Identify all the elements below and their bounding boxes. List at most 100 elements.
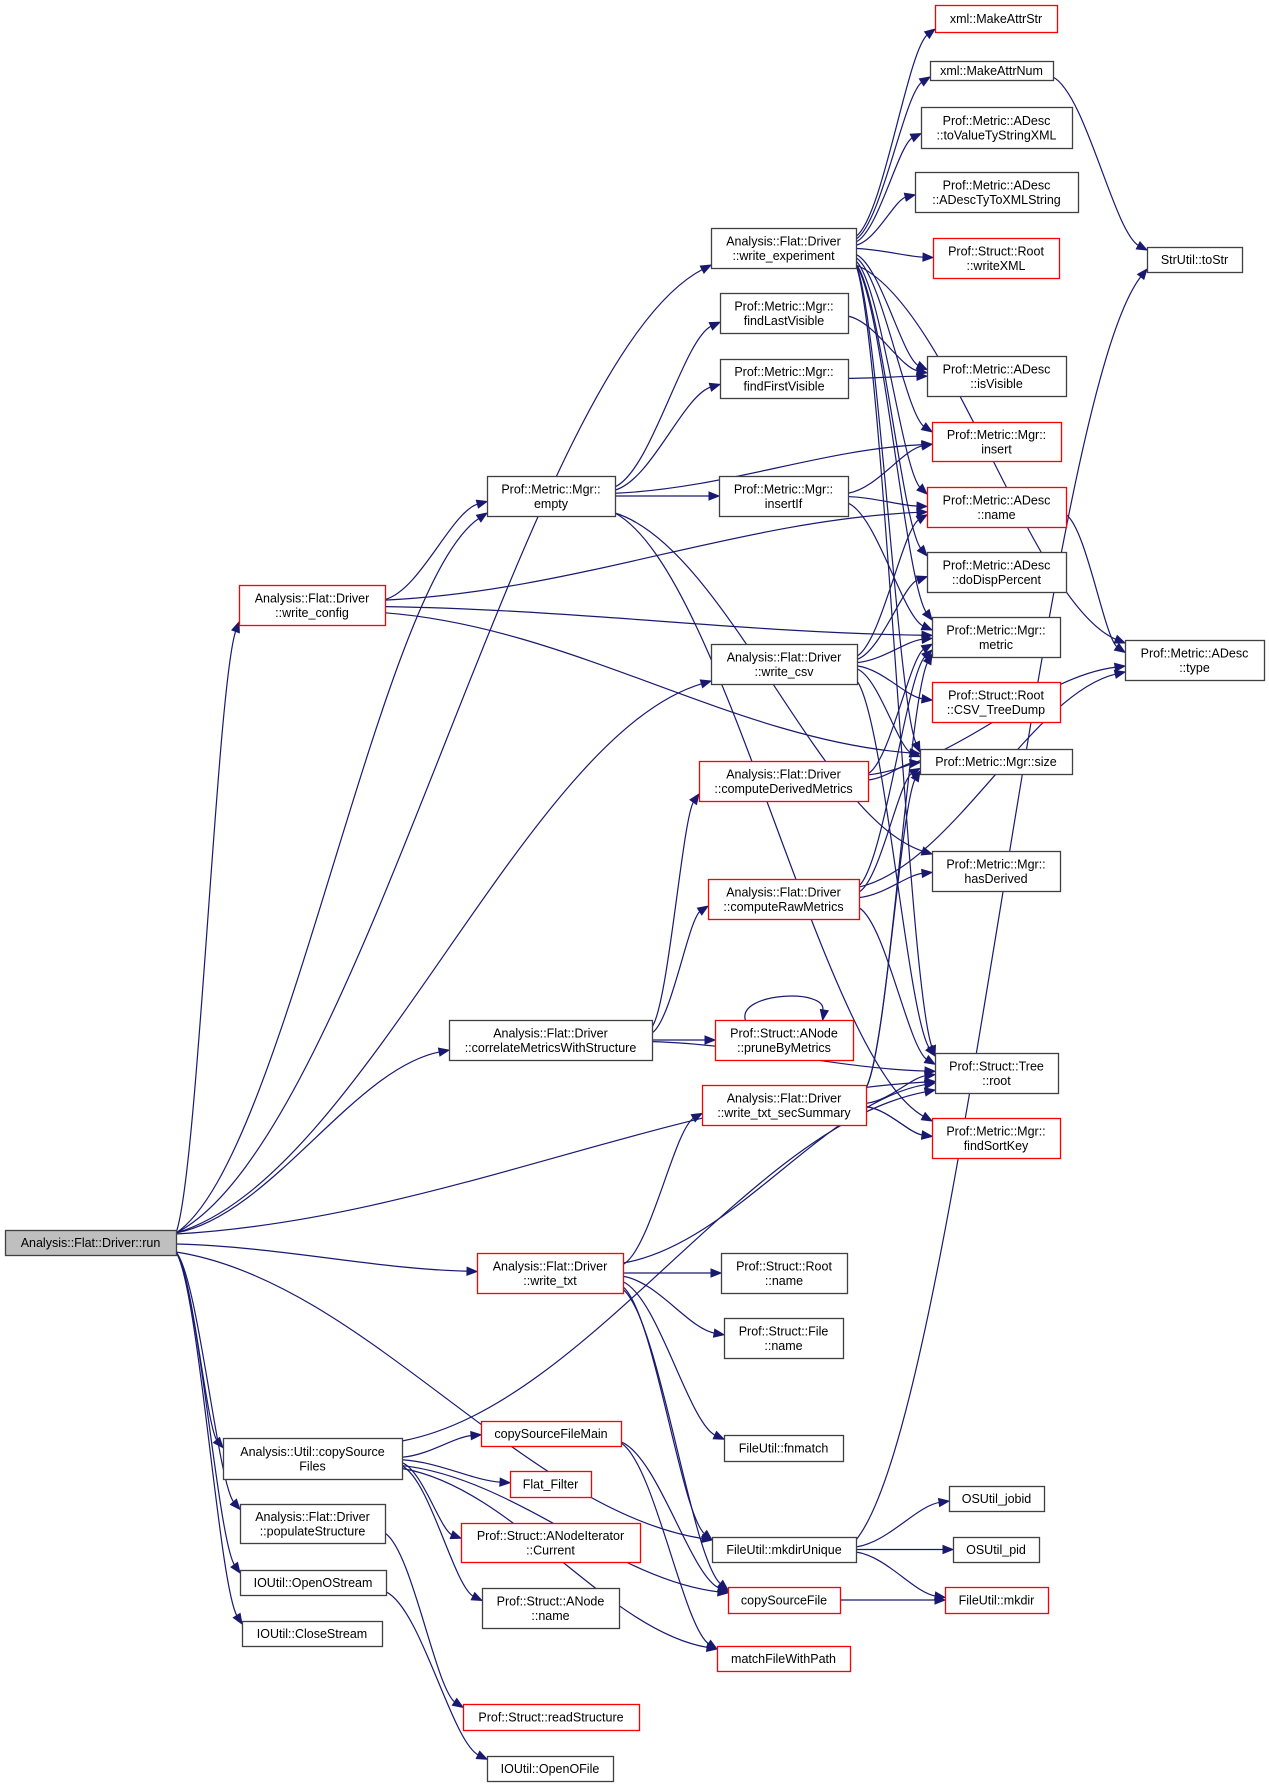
node-label: Prof::Metric::ADesc: [1141, 646, 1249, 660]
node-label: Analysis::Util::copySource: [240, 1445, 385, 1459]
arrow-head-icon: [923, 1087, 937, 1097]
node-MakeAttrNum[interactable]: xml::MakeAttrNum: [929, 60, 1055, 82]
node-CloseStream[interactable]: IOUtil::CloseStream: [241, 1620, 384, 1648]
node-insert[interactable]: Prof::Metric::Mgr::insert: [931, 421, 1063, 463]
edge-write-experiment-to-size: [855, 264, 921, 754]
node-write-config[interactable]: Analysis::Flat::Driver::write_config: [238, 584, 387, 627]
node-empty[interactable]: Prof::Metric::Mgr::empty: [486, 475, 617, 518]
node-label: Analysis::Flat::Driver: [726, 885, 841, 899]
node-write-txt-secSummary[interactable]: Analysis::Flat::Driver::write_txt_secSum…: [701, 1084, 868, 1127]
node-CSV-TreeDump[interactable]: Prof::Struct::Root::CSV_TreeDump: [931, 681, 1062, 724]
node-doDispPercent[interactable]: Prof::Metric::ADesc::doDispPercent: [926, 551, 1068, 594]
node-OSUtil-pid[interactable]: OSUtil_pid: [952, 1536, 1041, 1564]
node-hasDerived[interactable]: Prof::Metric::Mgr::hasDerived: [931, 850, 1062, 893]
arrow-head-icon: [230, 1561, 241, 1575]
node-size[interactable]: Prof::Metric::Mgr::size: [919, 748, 1074, 776]
node-correlate[interactable]: Analysis::Flat::Driver::correlateMetrics…: [448, 1019, 654, 1062]
node-label: Analysis::Flat::Driver: [493, 1026, 608, 1040]
arrow-head-icon: [708, 321, 722, 331]
node-type[interactable]: Prof::Metric::ADesc::type: [1124, 639, 1266, 682]
edge-copySourceFileMain-to-matchFileWithPath: [620, 1442, 719, 1650]
edge-line: [401, 1459, 502, 1483]
node-readStructure[interactable]: Prof::Struct::readStructure: [462, 1703, 641, 1732]
node-insertIf[interactable]: Prof::Metric::Mgr::insertIf: [718, 475, 850, 518]
node-write-txt[interactable]: Analysis::Flat::Driver::write_txt: [476, 1252, 625, 1295]
node-ADescTyToXMLString[interactable]: Prof::Metric::ADesc::ADescTyToXMLString: [914, 171, 1080, 214]
edge-write-txt-secSummary-to-size: [865, 769, 921, 1089]
node-computeRawMetrics[interactable]: Analysis::Flat::Driver::computeRawMetric…: [707, 878, 861, 921]
edges-layer: [175, 28, 1149, 1760]
node-write-csv[interactable]: Analysis::Flat::Driver::write_csv: [710, 643, 859, 686]
node-tree-root[interactable]: Prof::Struct::Tree::root: [934, 1052, 1060, 1095]
arrow-head-icon: [915, 514, 929, 525]
edge-empty-to-findFirstVisible: [614, 382, 722, 491]
arrow-head-icon: [1136, 267, 1148, 281]
edge-insertIf-to-insert: [847, 441, 934, 494]
edge-write-csv-to-CSV-TreeDump: [856, 665, 934, 704]
arrow-head-icon: [920, 643, 934, 654]
arrow-head-icon: [1114, 662, 1127, 673]
node-box: [241, 1620, 384, 1648]
arrow-head-icon: [689, 792, 700, 806]
node-mkdir[interactable]: FileUtil::mkdir: [944, 1586, 1050, 1615]
node-box: [926, 355, 1068, 398]
edge-line: [614, 386, 712, 491]
node-metric[interactable]: Prof::Metric::Mgr::metric: [931, 616, 1062, 659]
node-label: Analysis::Flat::Driver: [726, 234, 841, 248]
node-writeXML[interactable]: Prof::Struct::Root::writeXML: [932, 237, 1061, 280]
node-fnmatch[interactable]: FileUtil::fnmatch: [723, 1434, 845, 1463]
node-label: Prof::Metric::Mgr::: [734, 365, 833, 379]
arrow-head-icon: [708, 382, 722, 392]
node-box: [462, 1703, 641, 1732]
node-findLastVisible[interactable]: Prof::Metric::Mgr::findLastVisible: [719, 292, 850, 335]
node-copySourceFile[interactable]: copySourceFile: [727, 1586, 842, 1615]
node-label: Prof::Metric::Mgr::: [734, 482, 833, 496]
node-OpenOStream[interactable]: IOUtil::OpenOStream: [239, 1569, 388, 1597]
edge-line: [855, 1551, 937, 1597]
node-write-experiment[interactable]: Analysis::Flat::Driver::write_experiment: [710, 227, 858, 270]
node-toValueTyStringXML[interactable]: Prof::Metric::ADesc::toValueTyStringXML: [920, 106, 1074, 150]
node-file-name[interactable]: Prof::Struct::File::name: [723, 1317, 845, 1360]
edge-line: [855, 81, 923, 240]
arrow-head-icon: [922, 252, 935, 262]
node-toStr[interactable]: StrUtil::toStr: [1146, 246, 1244, 274]
node-Flat-Filter[interactable]: Flat_Filter: [509, 1470, 593, 1499]
arrow-head-icon: [475, 499, 489, 509]
node-OSUtil-jobid[interactable]: OSUtil_jobid: [948, 1485, 1046, 1513]
node-box: [926, 551, 1068, 594]
node-matchFileWithPath[interactable]: matchFileWithPath: [716, 1645, 852, 1673]
arrow-head-icon: [920, 422, 934, 433]
arrow-head-icon: [699, 264, 713, 275]
edge-line: [855, 247, 925, 258]
edge-line: [175, 1251, 238, 1617]
edge-computeRawMetrics-to-hasDerived: [858, 868, 934, 899]
edge-run-to-write-experiment: [175, 264, 713, 1234]
arrow-head-icon: [916, 501, 929, 511]
node-label: ::CSV_TreeDump: [947, 703, 1045, 717]
node-adesc-name[interactable]: Prof::Metric::ADesc::name: [926, 486, 1068, 529]
node-run[interactable]: Analysis::Flat::Driver::run: [4, 1229, 178, 1257]
node-anode-name[interactable]: Prof::Struct::ANode::name: [481, 1587, 621, 1630]
node-findFirstVisible[interactable]: Prof::Metric::Mgr::findFirstVisible: [719, 358, 850, 400]
node-label: ::root: [982, 1074, 1011, 1088]
node-ANodeIterator-Current[interactable]: Prof::Struct::ANodeIterator::Current: [460, 1522, 642, 1564]
node-findSortKey[interactable]: Prof::Metric::Mgr::findSortKey: [931, 1117, 1062, 1160]
edge-line: [865, 1106, 924, 1136]
node-populateStructure[interactable]: Analysis::Flat::Driver::populateStructur…: [239, 1503, 387, 1545]
node-pruneByMetrics[interactable]: Prof::Struct::ANode::pruneByMetrics: [714, 1019, 855, 1062]
node-mkdirUnique[interactable]: FileUtil::mkdirUnique: [711, 1536, 858, 1564]
node-label: ::pruneByMetrics: [737, 1041, 831, 1055]
edge-write-txt-secSummary-to-tree-root: [865, 1071, 937, 1104]
node-isVisible[interactable]: Prof::Metric::ADesc::isVisible: [926, 355, 1068, 398]
node-computeDerivedMetrics[interactable]: Analysis::Flat::Driver::computeDerivedMe…: [698, 760, 870, 803]
node-MakeAttrStr[interactable]: xml::MakeAttrStr: [934, 4, 1059, 34]
node-OpenOFile[interactable]: IOUtil::OpenOFile: [486, 1755, 615, 1783]
node-root-name[interactable]: Prof::Struct::Root::name: [720, 1252, 849, 1295]
node-copySourceFileMain[interactable]: copySourceFileMain: [480, 1420, 623, 1448]
edge-line: [385, 1591, 480, 1756]
arrow-head-icon: [499, 1477, 512, 1487]
edge-line: [847, 315, 919, 372]
edge-write-csv-to-size: [856, 668, 922, 758]
node-label: Prof::Metric::ADesc: [943, 493, 1051, 507]
